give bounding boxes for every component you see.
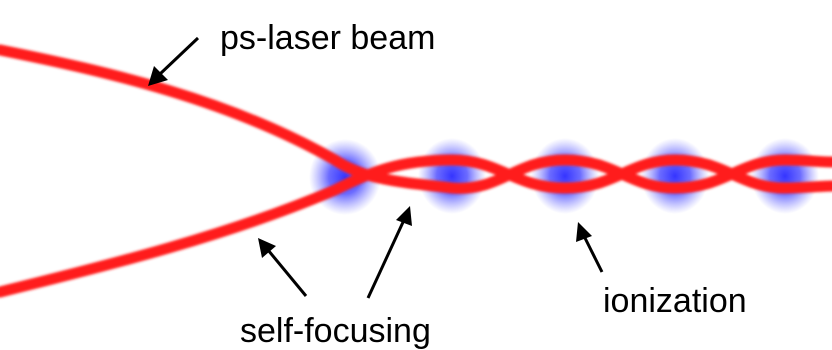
self-focusing-arrow-right (368, 206, 412, 298)
ionization-label: ionization (603, 282, 747, 320)
beam-arrow (148, 38, 198, 86)
beam-label: ps-laser beam (220, 19, 435, 57)
ionization-spot (531, 138, 599, 214)
ionization-arrow (576, 222, 602, 272)
ionization-spot (641, 138, 709, 214)
ionization-spot (418, 138, 486, 214)
self-focusing-label: self-focusing (240, 312, 431, 350)
self-focusing-arrow-left (258, 238, 306, 296)
ionization-spot (751, 138, 819, 214)
